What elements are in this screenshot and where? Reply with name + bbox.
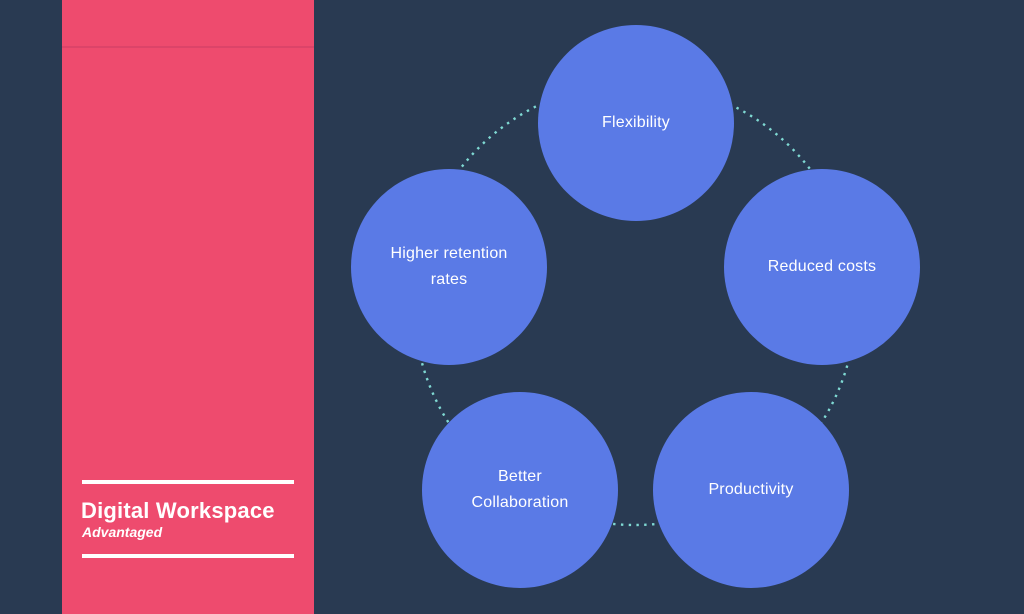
node-label: Reduced costs [767, 257, 877, 275]
node-label: Higher retention rates [390, 244, 508, 288]
title-rule-bottom [82, 554, 294, 558]
diagram-node-higher-retention-rates: Higher retention rates [351, 169, 547, 365]
panel-top-divider [62, 46, 314, 48]
node-label: Flexibility [602, 113, 670, 131]
node-label: Productivity [708, 480, 794, 498]
slide-subtitle: Advantaged [82, 524, 163, 540]
diagram-node-better-collaboration: Better Collaboration [422, 392, 618, 588]
title-rule-top [82, 480, 294, 484]
diagram-node-reduced-costs: Reduced costs [724, 169, 920, 365]
diagram-node-productivity: Productivity [653, 392, 849, 588]
side-panel: Digital Workspace Advantaged [62, 0, 314, 614]
diagram-node-flexibility: Flexibility [538, 25, 734, 221]
node-label: Better Collaboration [471, 467, 569, 511]
slide-title: Digital Workspace [81, 498, 275, 523]
